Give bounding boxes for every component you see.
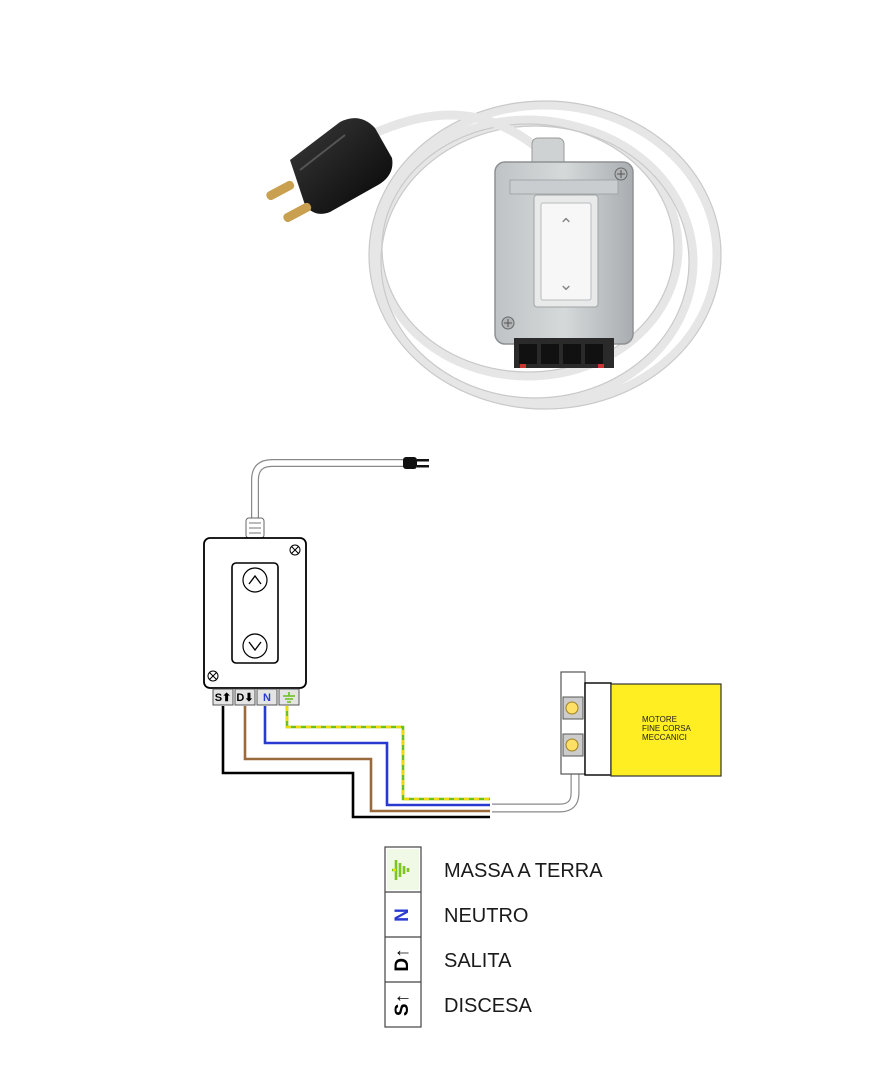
terminal-label-n: N <box>263 692 271 704</box>
legend-label-earth: MASSA A TERRA <box>444 860 603 882</box>
switch-box-schematic <box>203 537 307 689</box>
legend-label-salita: SALITA <box>444 950 512 972</box>
up-button-icon <box>242 567 268 593</box>
wire-salita <box>221 706 490 819</box>
product-photo: ⌃ ⌄ <box>266 100 722 410</box>
schematic: S⬆ D⬇ N MOTORE FINE C <box>203 457 722 819</box>
limit-screw-icon <box>565 738 579 752</box>
coiled-cable <box>368 100 722 410</box>
down-button-icon <box>242 633 268 659</box>
legend-label-neutral: NEUTRO <box>444 905 528 927</box>
wire-neutro <box>263 706 490 807</box>
discesa-symbol: S↑ <box>392 994 413 1016</box>
salita-symbol: D↑ <box>392 948 413 971</box>
plug-icon <box>403 457 429 469</box>
wire-earth <box>285 706 490 801</box>
motor-head: MOTORE FINE CORSA MECCANICI <box>560 671 722 777</box>
legend-label-discesa: DISCESA <box>444 995 532 1017</box>
wire-discesa <box>243 706 490 813</box>
motor-label-line-3: MECCANICI <box>642 733 687 742</box>
neutral-symbol: N <box>392 908 413 922</box>
motor-body <box>610 683 722 777</box>
terminal-label-s: S⬆ <box>215 692 232 704</box>
motor-label-line-1: MOTORE <box>642 715 677 724</box>
legend: N D↑ S↑ MASSA A TERRA NEUTRO SALITA DISC… <box>384 846 603 1028</box>
terminal-label-d: D⬇ <box>236 692 253 704</box>
limit-screw-icon <box>565 701 579 715</box>
schuko-plug <box>266 118 393 223</box>
earth-icon <box>283 692 295 703</box>
photo-arrow-up-icon: ⌃ <box>558 215 573 236</box>
photo-arrow-down-icon: ⌄ <box>558 274 573 295</box>
earth-icon <box>387 849 419 890</box>
terminal-strip: S⬆ D⬇ N <box>212 688 300 706</box>
switch-enclosure: ⌃ ⌄ <box>494 161 634 368</box>
wires <box>221 706 490 819</box>
motor-label-line-2: FINE CORSA <box>642 724 692 733</box>
